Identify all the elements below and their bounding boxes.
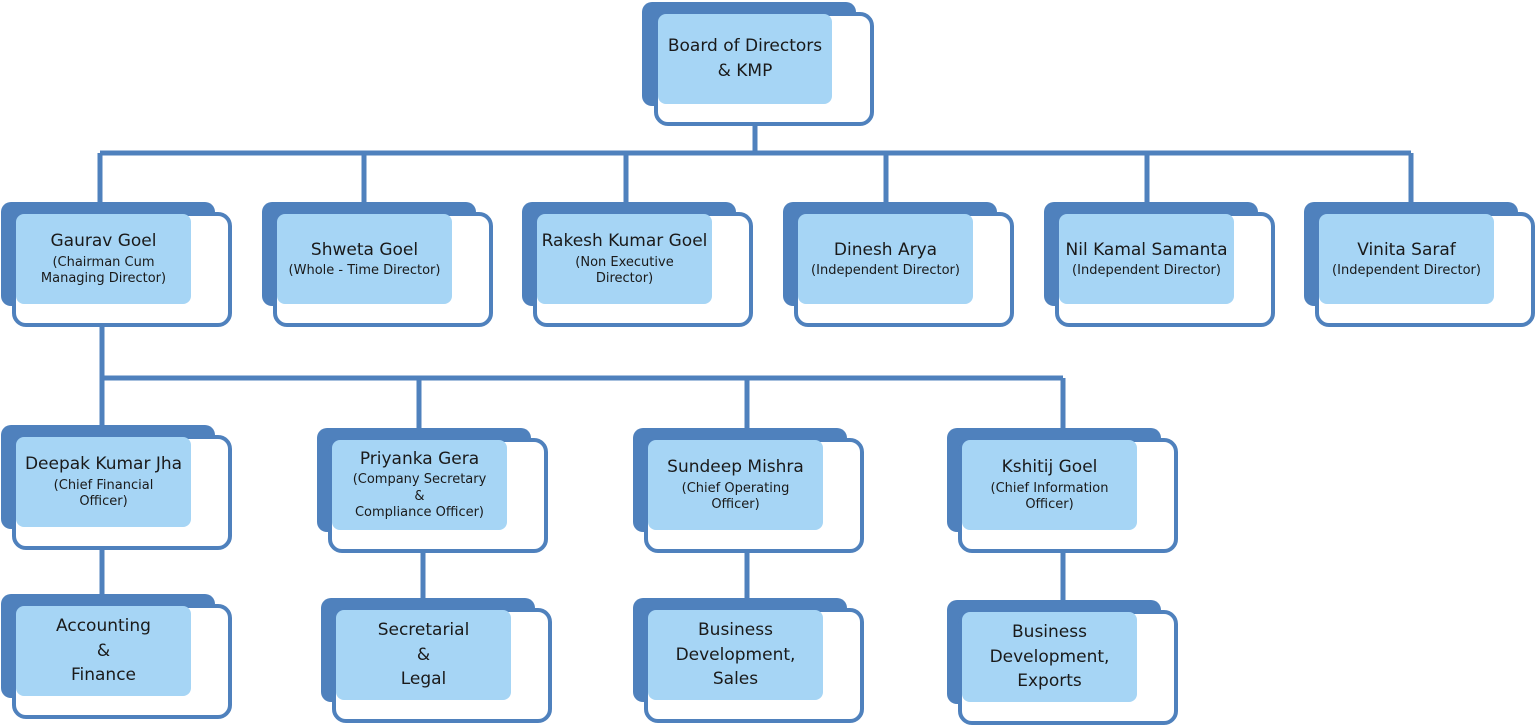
department-line2: Development,	[675, 644, 796, 665]
board-of-directors-box: Board of Directors & KMP	[642, 2, 874, 126]
director-box-dinesh-arya: Dinesh Arya (Independent Director)	[783, 202, 1014, 327]
director-name: Shweta Goel	[310, 239, 419, 260]
officer-role: (Company Secretary	[352, 472, 487, 488]
department-line1: Accounting	[56, 616, 151, 637]
officer-role-line3: Compliance Officer)	[354, 505, 485, 521]
director-box-nil-kamal-samanta: Nil Kamal Samanta (Independent Director)	[1044, 202, 1275, 327]
director-role: (Whole - Time Director)	[288, 262, 441, 278]
director-role: (Non Executive	[575, 254, 674, 270]
department-box-business-development-sales: Business Development, Sales	[633, 598, 864, 723]
officer-box-sundeep-mishra: Sundeep Mishra (Chief Operating Officer)	[633, 428, 864, 553]
director-role: (Independent Director)	[811, 262, 960, 278]
officer-name: Kshitij Goel	[1001, 457, 1098, 478]
officer-name: Sundeep Mishra	[667, 457, 804, 478]
officer-role-line2: Officer)	[711, 497, 760, 513]
department-line2: Development,	[989, 646, 1110, 667]
officer-name: Deepak Kumar Jha	[24, 454, 183, 475]
director-name: Gaurav Goel	[50, 231, 157, 252]
department-line3: Sales	[712, 669, 759, 690]
officer-box-deepak-kumar-jha: Deepak Kumar Jha (Chief Financial Office…	[1, 425, 232, 550]
officer-role-line2: Officer)	[79, 494, 128, 510]
department-line1: Secretarial	[377, 620, 470, 641]
department-line3: Finance	[70, 665, 137, 686]
department-line2: &	[416, 644, 431, 665]
director-role: (Independent Director)	[1332, 262, 1481, 278]
department-line2: &	[96, 640, 111, 661]
director-role: (Chairman Cum	[52, 254, 155, 270]
department-box-secretarial-legal: Secretarial & Legal	[321, 598, 552, 723]
director-box-gaurav-goel: Gaurav Goel (Chairman Cum Managing Direc…	[1, 202, 232, 327]
director-role: (Independent Director)	[1072, 262, 1221, 278]
officer-role-line2: &	[414, 488, 425, 504]
department-line1: Business	[1012, 622, 1087, 643]
board-subtitle: & KMP	[717, 61, 773, 81]
director-box-rakesh-kumar-goel: Rakesh Kumar Goel (Non Executive Directo…	[522, 202, 753, 327]
department-box-accounting-finance: Accounting & Finance	[1, 594, 232, 719]
director-box-vinita-saraf: Vinita Saraf (Independent Director)	[1304, 202, 1535, 327]
officer-role: (Chief Information	[990, 480, 1109, 496]
officer-box-priyanka-gera: Priyanka Gera (Company Secretary & Compl…	[317, 428, 548, 553]
director-role-line2: Director)	[595, 271, 654, 287]
director-name: Vinita Saraf	[1357, 239, 1456, 260]
officer-role-line2: Officer)	[1025, 497, 1074, 513]
department-line3: Exports	[1017, 671, 1082, 692]
officer-role: (Chief Financial	[53, 477, 154, 493]
department-line3: Legal	[400, 669, 447, 690]
officer-box-kshitij-goel: Kshitij Goel (Chief Information Officer)	[947, 428, 1178, 553]
department-box-business-development-exports: Business Development, Exports	[947, 600, 1178, 725]
officer-name: Priyanka Gera	[359, 448, 480, 469]
department-line1: Business	[698, 620, 773, 641]
director-name: Rakesh Kumar Goel	[541, 231, 708, 252]
director-name: Nil Kamal Samanta	[1065, 239, 1228, 260]
director-box-shweta-goel: Shweta Goel (Whole - Time Director)	[262, 202, 493, 327]
officer-role: (Chief Operating	[681, 480, 790, 496]
director-role-line2: Managing Director)	[40, 271, 167, 287]
director-name: Dinesh Arya	[833, 239, 938, 260]
board-title: Board of Directors	[667, 36, 823, 57]
